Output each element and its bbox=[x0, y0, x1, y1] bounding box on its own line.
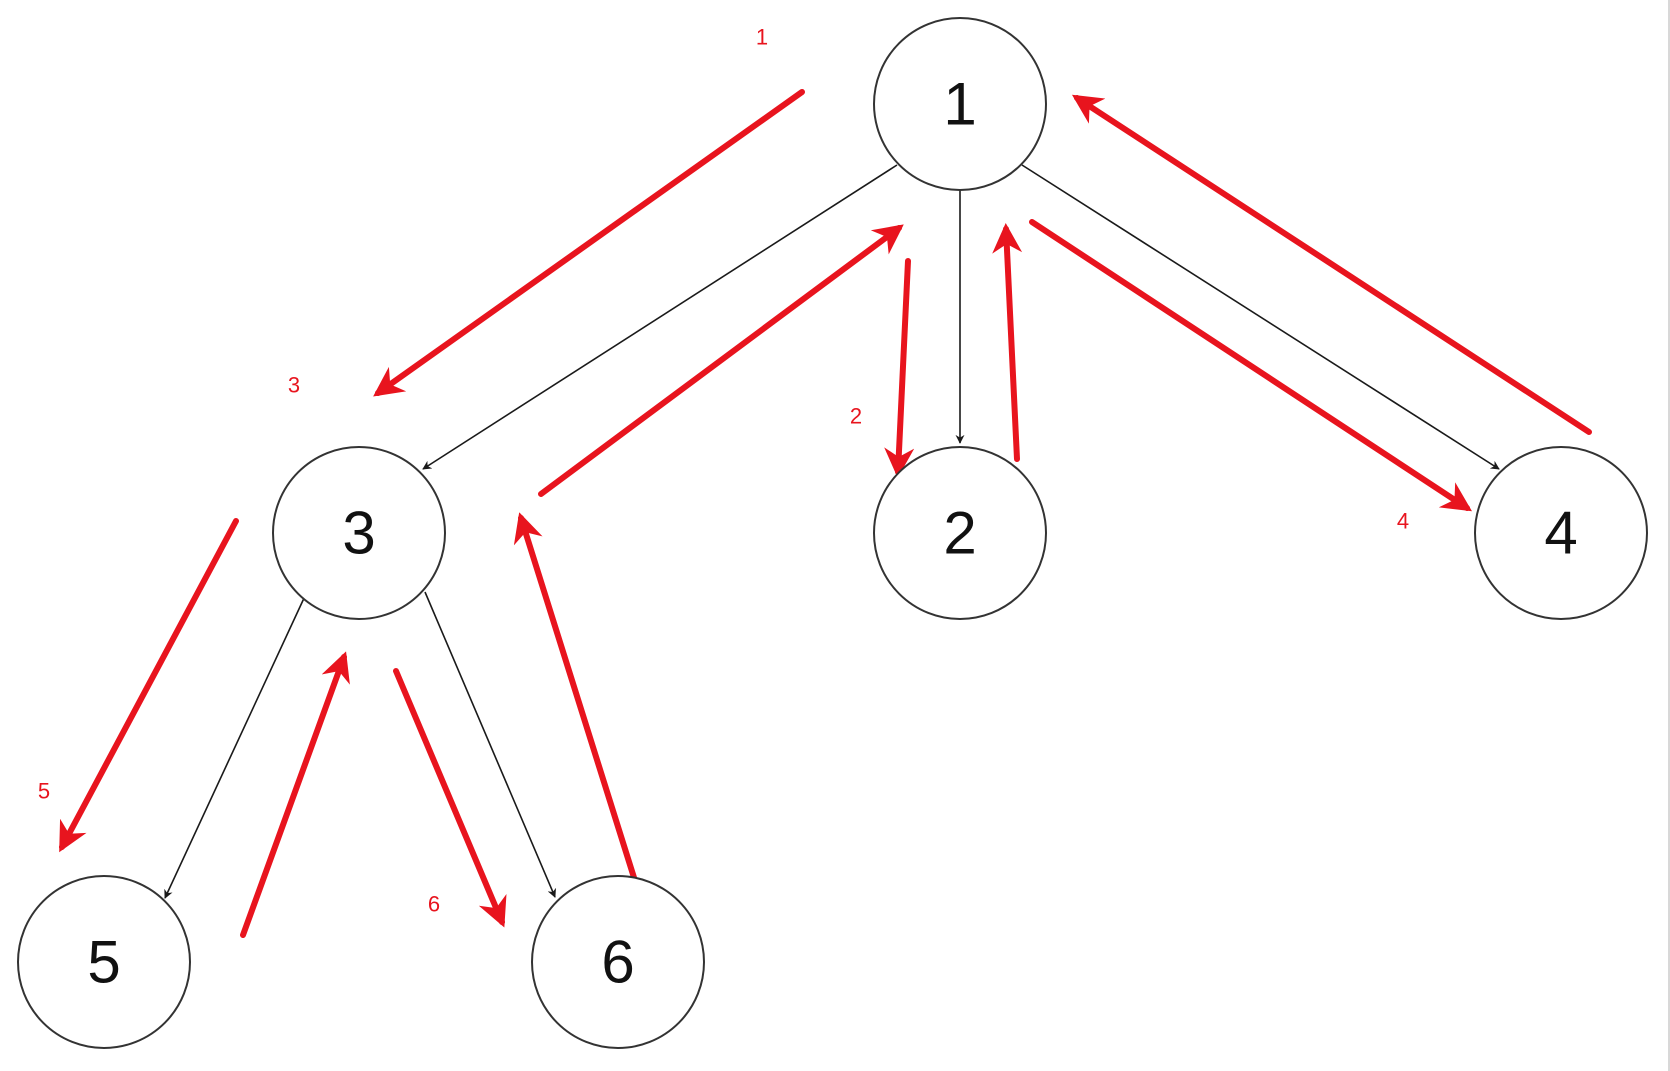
traversal-arrow-1-to-2 bbox=[884, 258, 915, 478]
node-2-label: 2 bbox=[943, 500, 976, 567]
node-1: 1 bbox=[873, 17, 1047, 191]
right-border bbox=[1668, 0, 1670, 1071]
order-label-3: 3 bbox=[288, 373, 300, 398]
edge-3-5 bbox=[164, 595, 306, 899]
order-label-5: 5 bbox=[38, 779, 50, 804]
traversal-arrow-3-to-6 bbox=[393, 668, 507, 928]
node-4-circle bbox=[1474, 446, 1648, 620]
traversal-arrow-1-to-4 bbox=[1029, 219, 1473, 512]
order-label-1: 1 bbox=[756, 25, 768, 50]
node-2-circle bbox=[873, 446, 1047, 620]
node-5-circle bbox=[17, 875, 191, 1049]
order-label-4: 4 bbox=[1397, 509, 1409, 534]
traversal-arrow-3-to-1 bbox=[538, 224, 904, 497]
node-5: 5 bbox=[17, 875, 191, 1049]
node-3: 3 bbox=[272, 446, 446, 620]
edge-1-3 bbox=[422, 164, 898, 470]
traversal-arrows bbox=[59, 89, 1592, 938]
traversal-arrow-3-to-5 bbox=[59, 518, 239, 853]
order-label-2: 2 bbox=[850, 404, 862, 429]
traversal-arrow-1-to-3 bbox=[373, 89, 805, 397]
edge-1-4 bbox=[1021, 164, 1500, 470]
node-5-label: 5 bbox=[87, 929, 120, 996]
order-label-6: 6 bbox=[428, 892, 440, 917]
node-1-label: 1 bbox=[943, 71, 976, 138]
tree-nodes: 1 2 3 4 5 6 bbox=[17, 17, 1648, 1049]
node-3-circle bbox=[272, 446, 446, 620]
traversal-arrow-5-to-3 bbox=[240, 651, 350, 938]
edge-3-6 bbox=[424, 591, 556, 898]
node-1-circle bbox=[873, 17, 1047, 191]
node-6: 6 bbox=[531, 875, 705, 1049]
node-3-label: 3 bbox=[342, 500, 375, 567]
traversal-order-labels: 1 2 3 4 5 6 bbox=[38, 25, 1409, 917]
node-2: 2 bbox=[873, 446, 1047, 620]
traversal-arrow-6-to-3 bbox=[513, 512, 639, 887]
node-6-label: 6 bbox=[601, 929, 634, 996]
traversal-arrow-4-to-1 bbox=[1071, 94, 1592, 435]
traversal-arrow-2-to-1 bbox=[992, 223, 1023, 462]
node-4-label: 4 bbox=[1544, 500, 1577, 567]
tree-edges bbox=[164, 164, 1500, 899]
node-4: 4 bbox=[1474, 446, 1648, 620]
node-6-circle bbox=[531, 875, 705, 1049]
